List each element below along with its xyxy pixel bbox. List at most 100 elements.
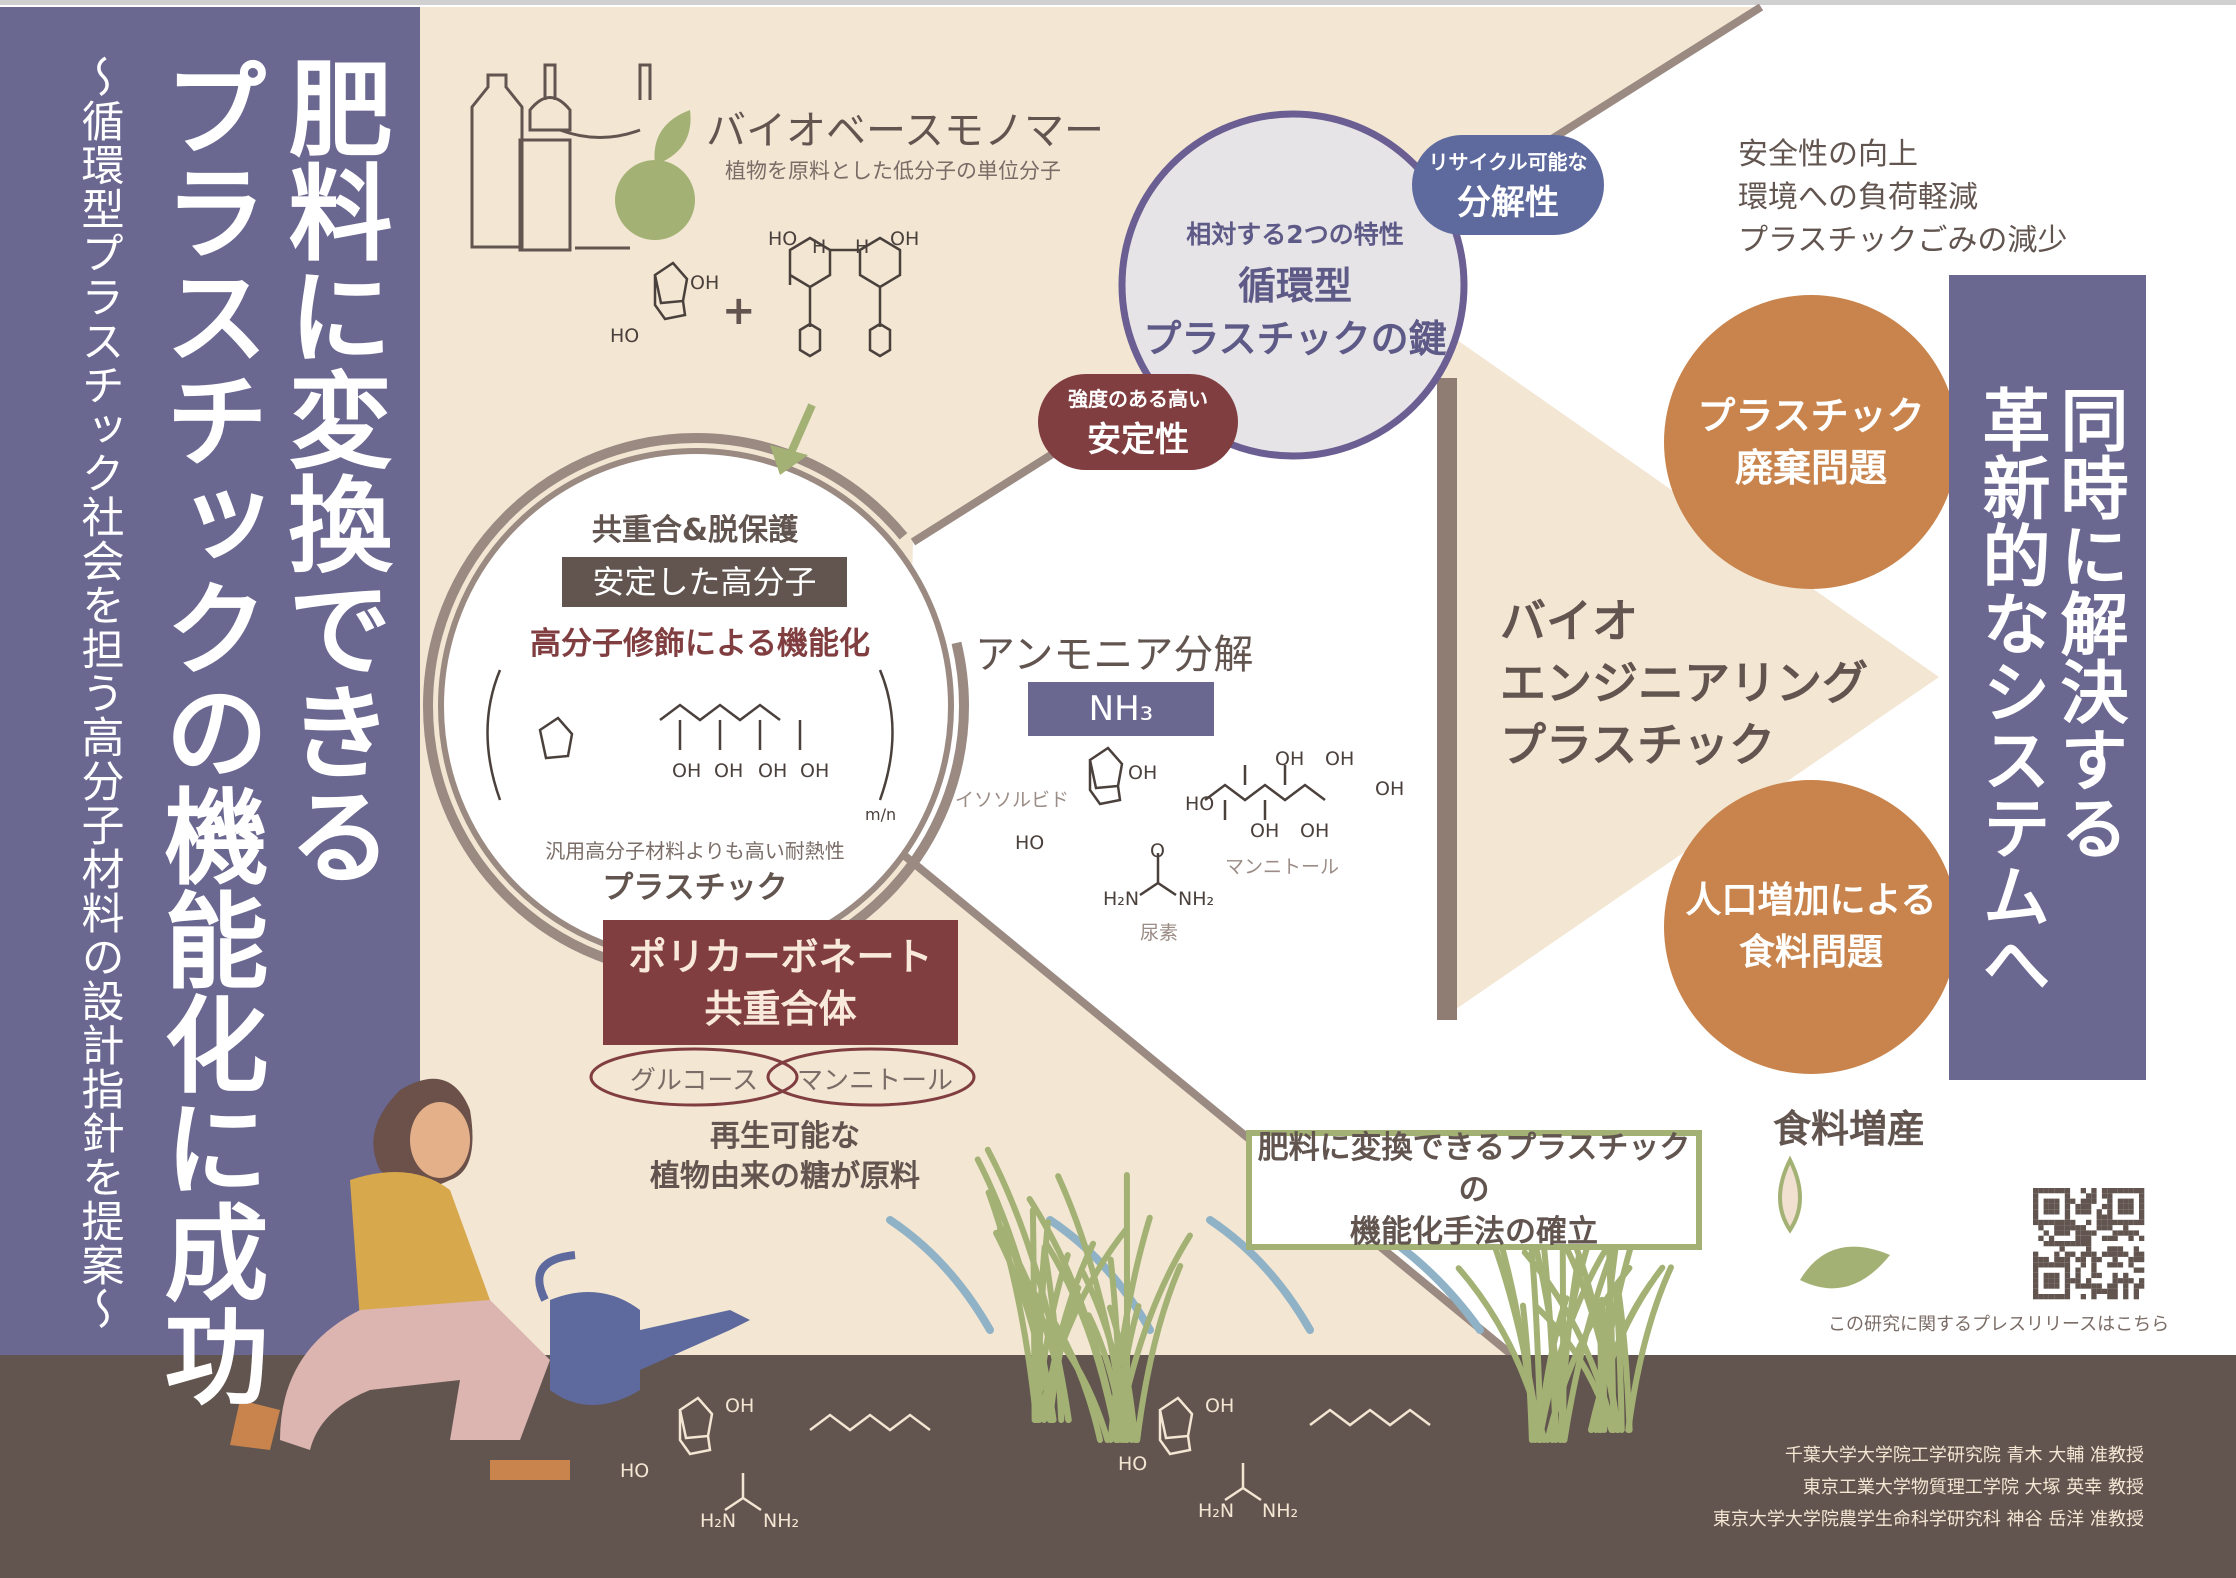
qr-module xyxy=(2064,1188,2071,1194)
qr-module xyxy=(2107,1235,2113,1241)
qr-module xyxy=(2064,1272,2071,1279)
qr-module xyxy=(2101,1219,2108,1226)
qr-module xyxy=(2080,1251,2086,1257)
chem-label-oh: OH xyxy=(800,760,830,782)
plus-sign: + xyxy=(722,288,756,334)
food-problem-line-2: 食料問題 xyxy=(1738,932,1883,973)
food-increase-label: 食料増産 xyxy=(1773,1107,1926,1151)
qr-module xyxy=(2133,1267,2139,1273)
grass-blade xyxy=(1041,1240,1097,1423)
qr-module xyxy=(2080,1256,2086,1263)
qr-module xyxy=(2038,1256,2044,1263)
credits: 千葉大学大学院工学研究院 青木 大輔 准教授 東京工業大学物質理工学院 大塚 英… xyxy=(1713,1440,2144,1536)
plastic-label: プラスチック xyxy=(602,870,788,906)
qr-module xyxy=(2117,1219,2124,1226)
mannitol-oval xyxy=(766,1047,976,1107)
qr-module xyxy=(2112,1272,2118,1279)
qr-module xyxy=(2128,1256,2134,1263)
qr-module xyxy=(2054,1188,2060,1194)
qr-caption[interactable]: この研究に関するプレスリリースはこちら xyxy=(1828,1314,2170,1335)
qr-module xyxy=(2064,1262,2071,1268)
qr-module xyxy=(2112,1235,2118,1241)
qr-module xyxy=(2139,1256,2145,1263)
qr-module xyxy=(2038,1294,2044,1300)
chem-label-h: H xyxy=(855,236,870,258)
qr-module xyxy=(2117,1262,2124,1268)
food-problem-circle: 人口増加による 食料問題 xyxy=(1664,780,1958,1074)
qr-module xyxy=(2107,1203,2113,1210)
benefit-item: 安全性の向上 xyxy=(1738,137,1918,172)
qr-module xyxy=(2075,1256,2081,1263)
degradability-pill: リサイクル可能な 分解性 xyxy=(1412,135,1604,235)
qr-module xyxy=(2128,1188,2134,1194)
qr-module xyxy=(2064,1198,2071,1204)
qr-module xyxy=(2112,1283,2118,1289)
qr-module xyxy=(2033,1283,2039,1289)
qr-module xyxy=(2139,1251,2145,1257)
qr-module xyxy=(2054,1230,2060,1236)
qr-module xyxy=(2117,1188,2124,1194)
qr-module xyxy=(2107,1283,2113,1289)
key-circle-line-1: 循環型 xyxy=(1237,264,1352,308)
copolymerization-heading: 共重合&脱保護 xyxy=(591,513,799,548)
qr-module xyxy=(2139,1203,2145,1210)
qr-module xyxy=(2096,1225,2102,1231)
qr-module xyxy=(2128,1262,2134,1268)
qr-module xyxy=(2043,1272,2049,1279)
qr-module xyxy=(2117,1230,2124,1236)
nh3-formula: NH₃ xyxy=(1028,682,1214,736)
qr-module xyxy=(2048,1198,2055,1204)
qr-module xyxy=(2107,1198,2113,1204)
qr-module xyxy=(2080,1209,2086,1215)
qr-module xyxy=(2033,1251,2039,1257)
degradability-big: 分解性 xyxy=(1457,183,1559,223)
qr-module xyxy=(2059,1225,2065,1231)
qr-module xyxy=(2043,1209,2049,1215)
qr-module xyxy=(2091,1251,2097,1257)
qr-module xyxy=(2107,1246,2113,1252)
qr-module xyxy=(2128,1198,2134,1204)
qr-module xyxy=(2101,1214,2108,1220)
qr-module xyxy=(2075,1278,2081,1284)
grass-blade xyxy=(1599,1296,1608,1433)
qr-module xyxy=(2048,1209,2055,1215)
qr-module xyxy=(2123,1225,2129,1231)
qr-module xyxy=(2075,1230,2081,1236)
qr-module xyxy=(2054,1225,2060,1231)
qr-module xyxy=(2107,1193,2113,1199)
qr-module xyxy=(2080,1198,2086,1204)
qr-module xyxy=(2075,1267,2081,1273)
qr-module xyxy=(2080,1230,2086,1236)
qr-module xyxy=(2043,1188,2049,1194)
qr-module xyxy=(2133,1283,2139,1289)
qr-module xyxy=(2033,1188,2039,1194)
grass-blade xyxy=(1455,1265,1548,1443)
qr-module xyxy=(2033,1262,2039,1268)
qr-module xyxy=(2096,1283,2102,1289)
qr-module xyxy=(2033,1219,2039,1226)
plastic-waste-line-1: プラスチック xyxy=(1697,394,1925,438)
qr-module xyxy=(2112,1230,2118,1236)
glucose-label: グルコース xyxy=(629,1066,759,1096)
water-streams xyxy=(886,1216,1484,1334)
qr-module xyxy=(2139,1278,2145,1284)
method-line-1: 肥料に変換できるプラスチックの xyxy=(1257,1130,1691,1208)
qr-module xyxy=(2033,1272,2039,1279)
credit-line: 東京工業大学物質理工学院 大塚 英幸 教授 xyxy=(1802,1477,2144,1498)
qr-module xyxy=(2064,1209,2071,1215)
qr-module xyxy=(2064,1241,2071,1247)
qr-module xyxy=(2043,1219,2049,1226)
qr-module xyxy=(2043,1278,2049,1284)
benefits-list: 安全性の向上 環境への負荷軽減 プラスチックごみの減少 xyxy=(1738,133,2067,262)
qr-module xyxy=(2112,1251,2118,1257)
qr-module xyxy=(2107,1288,2113,1294)
qr-module xyxy=(2048,1272,2055,1279)
qr-module xyxy=(2112,1294,2118,1300)
qr-module xyxy=(2064,1283,2071,1289)
qr-module xyxy=(2054,1209,2060,1215)
qr-code[interactable] xyxy=(2033,1188,2145,1300)
qr-module xyxy=(2080,1294,2086,1300)
qr-module xyxy=(2033,1294,2039,1300)
arrow-triangle xyxy=(1440,328,1939,1020)
qr-module xyxy=(2091,1198,2097,1204)
